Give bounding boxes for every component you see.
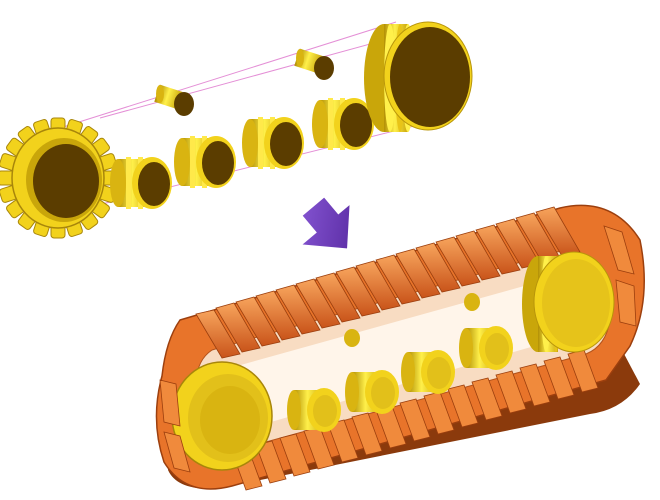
crawler-track-assembly xyxy=(155,204,645,491)
track-roller xyxy=(110,157,172,209)
track-roller xyxy=(312,98,374,150)
track-roller xyxy=(459,326,513,370)
track-roller xyxy=(287,388,341,432)
track-shoes-front xyxy=(159,225,637,473)
carrier-roller xyxy=(344,293,480,347)
gear-icon xyxy=(0,117,119,239)
idler-wheel-icon xyxy=(364,21,473,132)
arrow-down-right-icon xyxy=(297,194,352,251)
carrier-roller xyxy=(294,48,334,80)
idler-wheel-icon xyxy=(522,251,615,353)
exploded-parts xyxy=(0,21,473,239)
carrier-roller xyxy=(154,84,194,116)
track-roller xyxy=(174,136,236,188)
gear-icon xyxy=(171,361,273,471)
track-roller xyxy=(345,370,399,414)
track-roller xyxy=(401,350,455,394)
track-shoes-top xyxy=(195,206,581,359)
track-shoes-bottom xyxy=(231,349,599,491)
track-roller xyxy=(242,117,304,169)
